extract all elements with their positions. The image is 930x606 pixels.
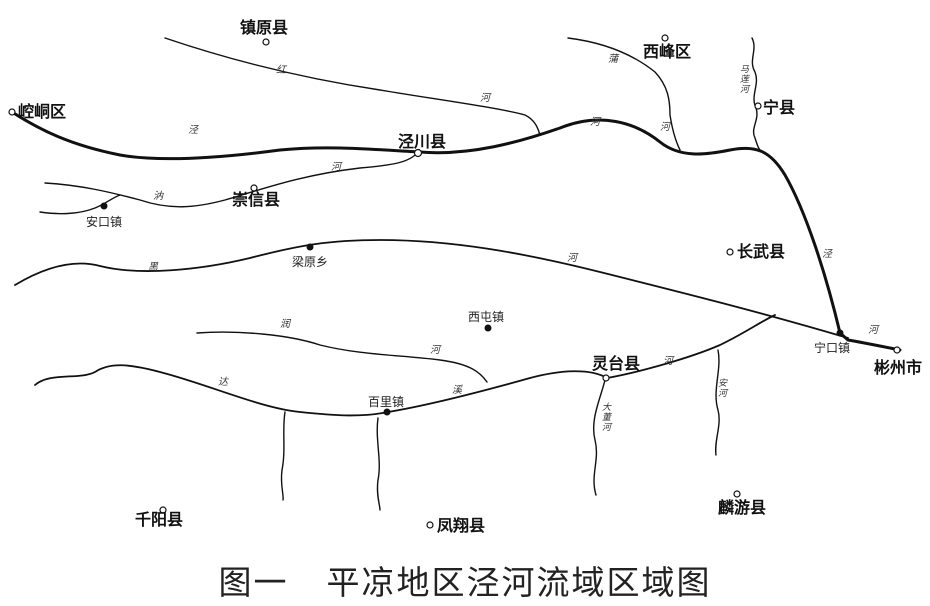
- an-river: [714, 349, 720, 456]
- river-label-pu: 蒲: [608, 54, 618, 65]
- river-label-jing-he-right: 河: [868, 325, 878, 336]
- marker-changwu: [726, 248, 734, 256]
- river-label-jing-right: 泾: [822, 249, 832, 260]
- marker-binzhou: [893, 346, 901, 354]
- marker-ningkou: [836, 329, 844, 337]
- ru-river: [44, 151, 419, 208]
- river-label-hong-he: 河: [480, 93, 490, 104]
- marker-liangyuan: [306, 243, 314, 251]
- river-label-hong: 红: [276, 65, 286, 76]
- marker-jingchuan: [413, 148, 423, 158]
- marker-lingtai: [602, 374, 610, 382]
- marker-chongxin: [250, 184, 258, 192]
- marker-xitun: [484, 324, 492, 332]
- label-xifeng: 西峰区: [643, 42, 692, 61]
- river-label-jing-he: 河: [590, 117, 600, 128]
- label-changwu: 长武县: [737, 242, 786, 261]
- ru-river-branch: [39, 194, 121, 215]
- river-label-malian: 马莲河: [738, 64, 748, 94]
- label-qianyang: 千阳县: [135, 510, 184, 529]
- tributary-baili: [376, 417, 381, 511]
- marker-fengxiang: [426, 521, 434, 529]
- label-ningxian: 宁县: [763, 98, 796, 117]
- marker-ankou: [100, 202, 108, 210]
- marker-kongtong: [8, 108, 16, 116]
- river-label-an: 安河: [716, 378, 726, 398]
- river-label-dadong: 大董河: [600, 402, 610, 432]
- run-river: [196, 331, 488, 383]
- river-label-xi: 溪: [452, 385, 462, 396]
- river-network: [8, 34, 902, 529]
- label-chongxin: 崇信县: [232, 190, 281, 209]
- dadong-river: [593, 379, 606, 496]
- label-zhenyuan: 镇原县: [240, 18, 289, 37]
- label-jingchuan: 泾川县: [398, 132, 447, 151]
- label-ningkou: 宁口镇: [814, 341, 851, 355]
- marker-baili: [383, 408, 391, 416]
- label-baili: 百里镇: [368, 395, 405, 409]
- figure-caption: 图一平凉地区泾河流域区域图: [0, 556, 930, 604]
- river-label-jing: 泾: [188, 125, 198, 136]
- figure-number: 图一: [218, 563, 289, 602]
- label-binzhou: 彬州市: [874, 358, 923, 377]
- river-label-heihe-he: 河: [567, 253, 577, 264]
- jing-river-main: [10, 110, 902, 352]
- river-label-dx-he: 河: [663, 356, 673, 367]
- marker-ningxian: [754, 102, 762, 110]
- river-label-ru-he: 河: [331, 162, 341, 173]
- label-liangyuan: 梁原乡: [292, 255, 329, 269]
- river-label-pu-he: 河: [660, 122, 670, 133]
- marker-linyou: [733, 490, 741, 498]
- river-label-heihe: 黑: [148, 262, 158, 273]
- label-linyou: 麟游县: [718, 498, 767, 517]
- label-xitun: 西屯镇: [468, 310, 505, 324]
- river-label-run: 润: [280, 319, 290, 330]
- label-ankou: 安口镇: [86, 215, 123, 229]
- label-lingtai: 灵台县: [592, 354, 641, 373]
- river-label-da: 达: [218, 377, 228, 388]
- label-fengxiang: 凤翔县: [437, 516, 486, 535]
- map-canvas: 镇原县 西峰区 崆峒区 宁县 泾川县 崇信县 安口镇 长武县 梁原乡 西屯镇 宁…: [8, 18, 923, 535]
- label-kongtong: 崆峒区: [18, 102, 67, 121]
- tributary-qianyang: [280, 411, 286, 501]
- malian-river: [751, 37, 761, 151]
- figure-title: 平凉地区泾河流域区域图: [326, 563, 712, 602]
- river-label-ru: 汭: [153, 191, 163, 202]
- marker-zhenyuan: [262, 38, 270, 46]
- marker-xifeng: [661, 34, 669, 42]
- marker-qianyang: [159, 506, 167, 514]
- river-label-run-he: 河: [430, 345, 440, 356]
- heihe-river: [14, 239, 849, 339]
- pu-river: [567, 37, 681, 151]
- hong-river: [164, 37, 541, 136]
